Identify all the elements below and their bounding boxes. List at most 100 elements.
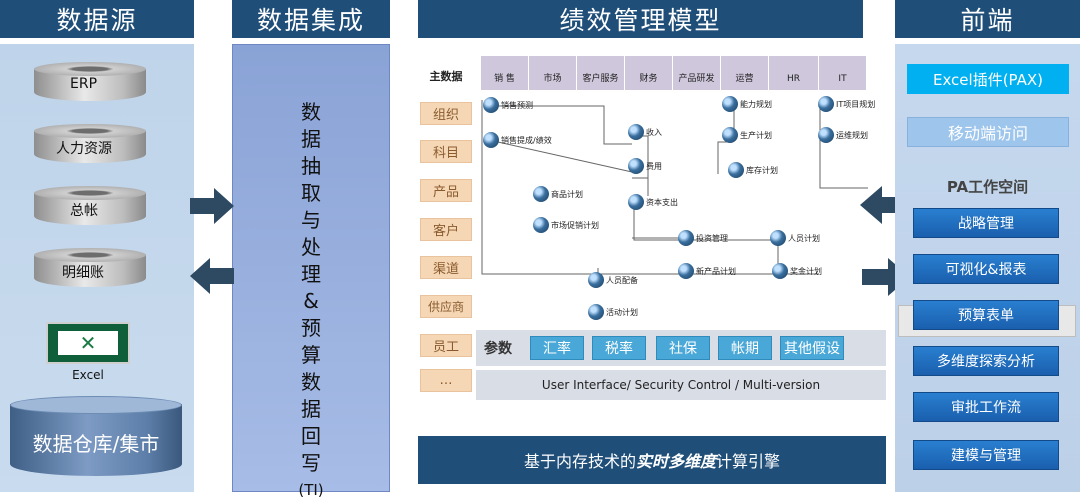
cube-node-icon xyxy=(728,162,744,178)
workspace-title: PA工作空间 xyxy=(946,178,1029,196)
dept-header: IT xyxy=(818,56,866,90)
engine-suffix: 计算引擎 xyxy=(716,452,781,471)
header-performance-model: 绩效管理模型 xyxy=(418,0,863,38)
params-label: 参数 xyxy=(484,341,512,357)
cube-node-icon xyxy=(818,96,834,112)
integration-char: 处 xyxy=(301,235,321,259)
param-item: 帐期 xyxy=(718,336,772,360)
cube-node-icon xyxy=(628,124,644,140)
model-node: 能力规划 xyxy=(722,96,772,112)
param-item: 社保 xyxy=(656,336,710,360)
source-label: 人力资源 xyxy=(56,141,112,157)
dept-header: HR xyxy=(768,56,818,90)
dimension-item: 客户 xyxy=(420,218,472,241)
param-item: 其他假设 xyxy=(780,336,844,360)
cube-node-icon xyxy=(533,217,549,233)
arrow-left-icon xyxy=(860,186,908,224)
ui-security-bar: User Interface/ Security Control / Multi… xyxy=(476,370,886,400)
workspace-item: 建模与管理 xyxy=(913,440,1059,470)
param-item: 汇率 xyxy=(530,336,584,360)
dept-header: 市场 xyxy=(528,56,576,90)
dept-header: 销 售 xyxy=(480,56,528,90)
param-item: 税率 xyxy=(592,336,646,360)
model-node: 销售提成/绩效 xyxy=(483,132,552,148)
dimension-item: 组织 xyxy=(420,102,472,125)
cube-node-icon xyxy=(588,304,604,320)
arrow-left-icon xyxy=(190,258,234,294)
model-node: 生产计划 xyxy=(722,127,772,143)
model-node: 销售预测 xyxy=(483,97,533,113)
model-node: 人员配备 xyxy=(588,272,638,288)
cube-node-icon xyxy=(628,158,644,174)
workspace-item: 审批工作流 xyxy=(913,392,1059,422)
integration-text: 数据抽取与处理&预算数据回写(TI) xyxy=(233,99,389,504)
cube-node-icon xyxy=(588,272,604,288)
header-frontend: 前端 xyxy=(895,0,1080,38)
integration-char: 回 xyxy=(301,424,321,448)
model-node: 运维规划 xyxy=(818,127,868,143)
workspace-item: 预算表单 xyxy=(913,300,1059,330)
dept-header: 产品研发 xyxy=(672,56,720,90)
dept-header: 财务 xyxy=(624,56,672,90)
warehouse-cylinder: 数据仓库/集市 xyxy=(10,396,182,480)
workspace-item: 多维度探索分析 xyxy=(913,346,1059,376)
integration-char: 算 xyxy=(301,343,321,367)
cube-node-icon xyxy=(483,132,499,148)
source-cylinder-hr: 人力资源 xyxy=(34,124,146,168)
dimension-item: 渠道 xyxy=(420,256,472,279)
model-node: 商品计划 xyxy=(533,186,583,202)
source-cylinder-ledger: 总帐 xyxy=(34,186,146,230)
integration-char: 抽 xyxy=(301,154,321,178)
data-integration-panel: 数据抽取与处理&预算数据回写(TI) xyxy=(232,44,390,499)
dimension-item: 员工 xyxy=(420,334,472,357)
model-node: 资本支出 xyxy=(628,194,678,210)
workspace-item: 战略管理 xyxy=(913,208,1059,238)
model-node: 奖金计划 xyxy=(772,263,822,279)
cube-node-icon xyxy=(722,127,738,143)
model-node: 收入 xyxy=(628,124,662,140)
model-node: 费用 xyxy=(628,158,662,174)
integration-char: (TI) xyxy=(298,481,324,499)
source-label: 总帐 xyxy=(70,203,98,219)
dimension-item: 产品 xyxy=(420,179,472,202)
integration-char: 据 xyxy=(301,127,321,151)
cube-node-icon xyxy=(772,263,788,279)
integration-char: 预 xyxy=(301,316,321,340)
engine-emphasis: 实时多维度 xyxy=(635,452,716,471)
cube-node-icon xyxy=(483,97,499,113)
integration-char: 取 xyxy=(301,181,321,205)
source-label: 明细账 xyxy=(62,265,104,281)
integration-char: & xyxy=(303,289,319,313)
model-node: 新产品计划 xyxy=(678,263,736,279)
model-node: 投资管理 xyxy=(678,230,728,246)
warehouse-label: 数据仓库/集市 xyxy=(32,432,160,456)
integration-char: 数 xyxy=(301,100,321,124)
dimension-item: 科目 xyxy=(420,140,472,163)
dimension-item: … xyxy=(420,369,472,392)
master-data-label: 主数据 xyxy=(429,70,463,83)
integration-char: 据 xyxy=(301,397,321,421)
integration-char: 与 xyxy=(301,208,321,232)
model-node: IT项目规划 xyxy=(818,96,875,112)
excel-plugin-box: Excel插件(PAX) xyxy=(907,64,1069,94)
cube-node-icon xyxy=(678,230,694,246)
cube-node-icon xyxy=(722,96,738,112)
dimension-item: 供应商 xyxy=(420,295,472,318)
cube-node-icon xyxy=(818,127,834,143)
model-node: 库存计划 xyxy=(728,162,778,178)
integration-char: 理 xyxy=(301,262,321,286)
excel-icon: ✕ xyxy=(46,322,130,364)
excel-label: Excel xyxy=(72,368,104,382)
model-node: 人员计划 xyxy=(770,230,820,246)
cube-node-icon xyxy=(770,230,786,246)
dept-header: 客户服务 xyxy=(576,56,624,90)
engine-prefix: 基于内存技术的 xyxy=(523,452,636,471)
model-node: 活动计划 xyxy=(588,304,638,320)
engine-bar: 基于内存技术的 实时多维度 计算引擎 xyxy=(418,436,886,484)
cube-node-icon xyxy=(628,194,644,210)
source-label: ERP xyxy=(70,76,98,92)
cube-node-icon xyxy=(533,186,549,202)
mobile-access-box: 移动端访问 xyxy=(907,117,1069,147)
arrow-right-icon xyxy=(190,188,234,224)
source-cylinder-erp: ERP xyxy=(34,62,146,106)
